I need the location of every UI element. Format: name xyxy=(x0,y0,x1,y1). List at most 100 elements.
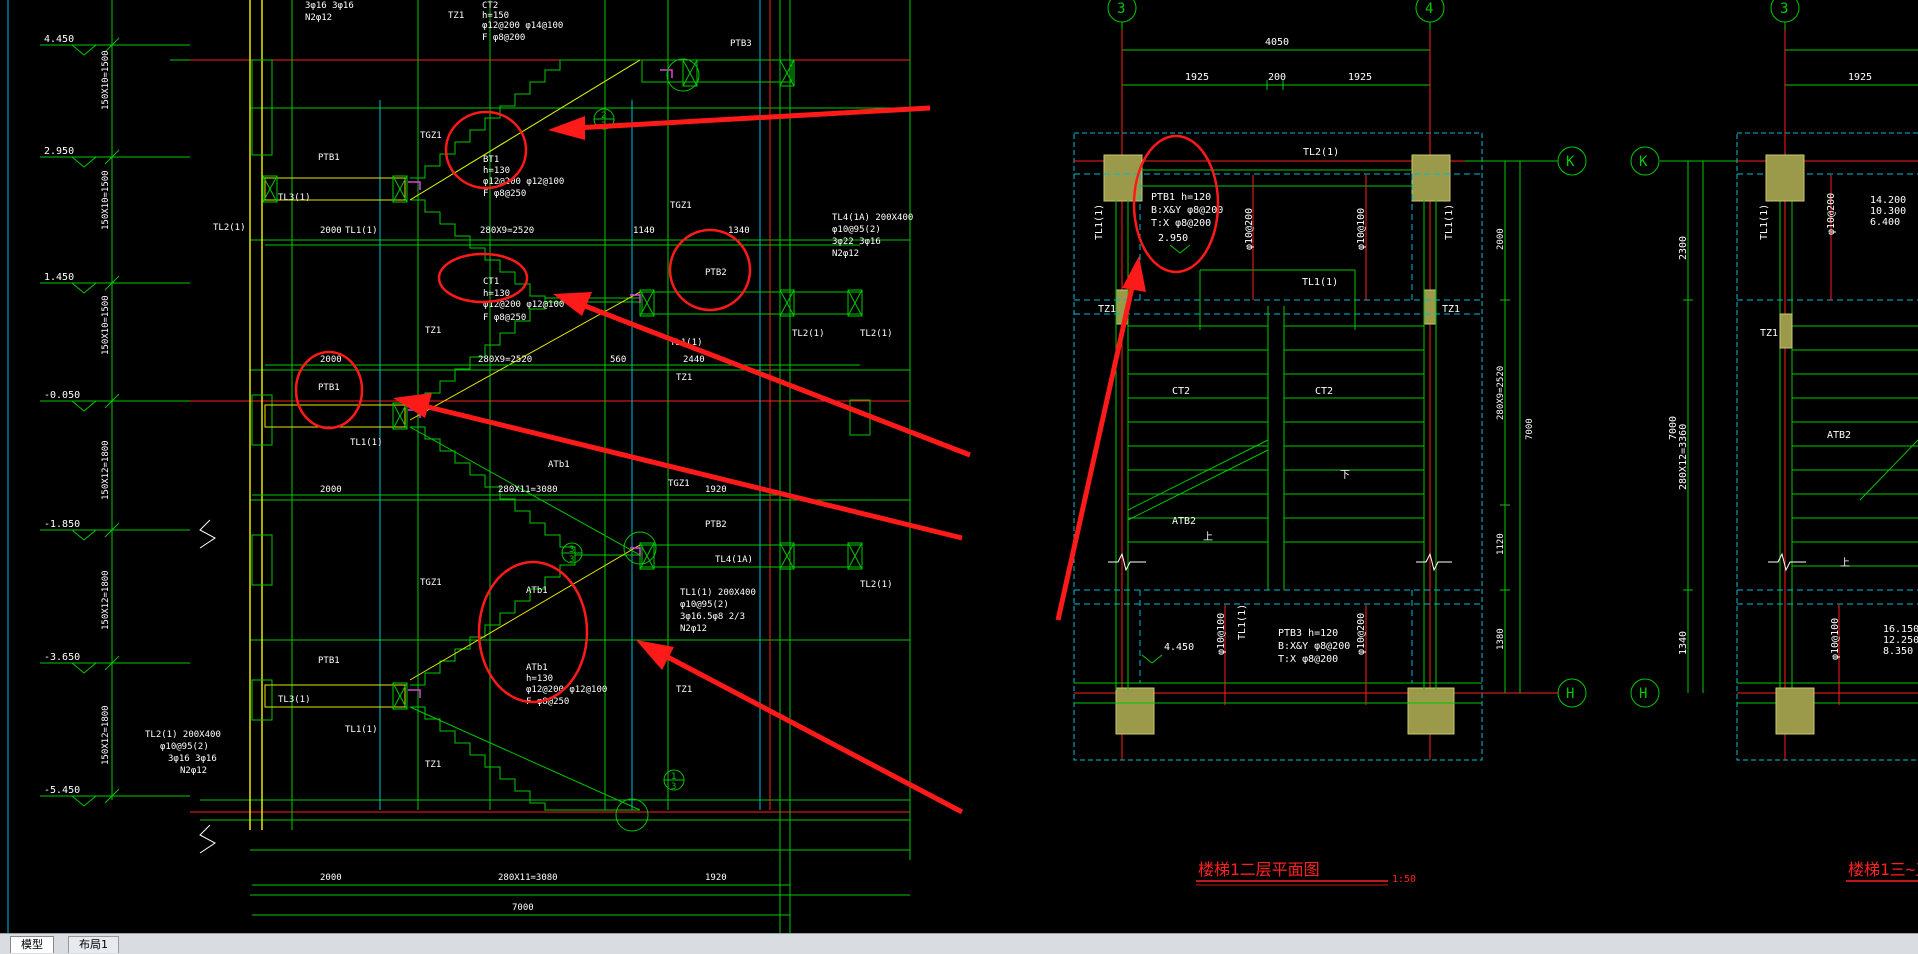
tab-layout1[interactable]: 布局1 xyxy=(68,936,119,953)
annotation: TL2(1) xyxy=(1303,147,1339,158)
axis-label: K xyxy=(1566,154,1575,170)
annotation: 1920 xyxy=(705,485,727,495)
cad-model-space[interactable]: 4.450 2.950 1.450 -0.050 -1.850 -3.650 -… xyxy=(0,0,1918,933)
annotation: PTB1 h=120 xyxy=(1151,192,1211,203)
annotation: 280X11=3080 xyxy=(498,485,558,495)
level-text: 1.450 xyxy=(44,272,74,283)
dimension: 1120 xyxy=(1496,533,1506,555)
annotation: h=130 xyxy=(483,289,510,299)
markup-circle-bt1 xyxy=(444,110,528,190)
annotation: F φ8@250 xyxy=(483,189,526,199)
annotation: φ10@100 xyxy=(1216,613,1227,655)
markup-circle-ptb1 xyxy=(294,350,364,430)
vertical-dimension: 150X10=1500 xyxy=(101,295,111,355)
annotation: TL1(1) xyxy=(350,438,383,448)
level-text: 4.450 xyxy=(44,34,74,45)
axis-label: K xyxy=(1639,154,1648,170)
annotation: CT2 xyxy=(1315,386,1333,397)
detail-callout: 3 xyxy=(569,555,574,565)
annotation: TZ1 xyxy=(676,685,692,695)
annotation: φ10@200 xyxy=(1826,193,1837,235)
level-text: -0.050 xyxy=(44,390,80,401)
annotation: 3φ16 3φ16 xyxy=(305,1,354,11)
annotation: 12.250 xyxy=(1883,635,1918,646)
annotation: φ10@95(2) xyxy=(160,742,209,752)
annotation: TL1(1) xyxy=(1237,604,1248,640)
annotation: 560 xyxy=(610,355,626,365)
annotation: 2.950 xyxy=(1158,233,1188,244)
annotation: PTB2 xyxy=(705,520,727,530)
annotation: 2000 xyxy=(320,873,342,883)
annotation: TL1(1) xyxy=(1759,204,1770,240)
vertical-dimension: 150X10=1500 xyxy=(101,50,111,110)
annotation: h=150 xyxy=(482,11,509,21)
vertical-dimension: 150X12=1800 xyxy=(101,705,111,765)
annotation: PTB1 xyxy=(318,383,340,393)
annotation: TZ1 xyxy=(448,11,464,21)
annotation: TL3(1) xyxy=(278,695,311,705)
annotation: 16.150 xyxy=(1883,624,1918,635)
tab-model[interactable]: 模型 xyxy=(10,936,54,953)
vertical-dimension: 150X12=1800 xyxy=(101,570,111,630)
detail-callout: 2 xyxy=(601,111,606,121)
annotation: 10.300 xyxy=(1870,206,1906,217)
second-floor-plan: 3 4 K H 4050 1925 200 1925 xyxy=(1073,0,1587,886)
annotation: φ10@95(2) xyxy=(680,600,729,610)
annotation: TGZ1 xyxy=(668,479,690,489)
level-text: -1.850 xyxy=(44,519,80,530)
annotation: 3φ22 3φ16 xyxy=(832,237,881,247)
annotation: F φ8@250 xyxy=(526,697,569,707)
annotation: 8.350 xyxy=(1883,646,1913,657)
annotation: 下 xyxy=(1340,470,1350,481)
vertical-dimension: 150X12=1800 xyxy=(101,440,111,500)
vertical-dimension: 150X10=1500 xyxy=(101,170,111,230)
annotation: TL1(1) 200X400 xyxy=(680,588,756,598)
annotation: TL1(1) xyxy=(1302,277,1338,288)
annotation: 280X9=2520 xyxy=(480,226,534,236)
dimension: 4050 xyxy=(1265,37,1289,48)
annotation: F φ8@200 xyxy=(482,33,525,43)
axis-label: 3 xyxy=(1780,1,1788,17)
annotation: 上 xyxy=(1840,557,1850,569)
annotation: ATb1 xyxy=(526,663,548,673)
annotation: 280X11=3080 xyxy=(498,873,558,883)
annotation: N2φ12 xyxy=(680,624,707,634)
red-markup-annotations xyxy=(294,110,1220,704)
detail-callout: 1 xyxy=(671,772,676,782)
markup-circle-atb1 xyxy=(477,560,589,704)
annotation: N2φ12 xyxy=(832,249,859,259)
annotation: 2000 xyxy=(320,485,342,495)
annotation: TL2(1) 200X400 xyxy=(145,730,221,740)
annotation: 2000 xyxy=(320,355,342,365)
annotation: TL1(1) xyxy=(1094,204,1105,240)
drawing-svg[interactable]: 4.450 2.950 1.450 -0.050 -1.850 -3.650 -… xyxy=(0,0,1918,933)
annotation: PTB1 xyxy=(318,656,340,666)
annotation: CT2 xyxy=(1172,386,1190,397)
annotation: φ12@200 φ12@100 xyxy=(526,685,607,695)
dimension: 1925 xyxy=(1185,72,1209,83)
annotation: TGZ1 xyxy=(420,578,442,588)
annotation: 6.400 xyxy=(1870,217,1900,228)
annotation: PTB3 xyxy=(730,39,752,49)
annotation: TZ1 xyxy=(676,373,692,383)
axis-label: H xyxy=(1566,686,1574,702)
level-text: -5.450 xyxy=(44,785,80,796)
red-markup-arrows xyxy=(393,105,1146,815)
annotation: h=130 xyxy=(526,674,553,684)
annotation: TL4(1A) 200X400 xyxy=(832,213,913,223)
annotation: TGZ1 xyxy=(420,131,442,141)
dimension: 2000 xyxy=(1496,228,1506,250)
level-text: -3.650 xyxy=(44,652,80,663)
annotation: φ12@200 φ12@100 xyxy=(483,300,564,310)
dimension: 7000 xyxy=(1668,416,1679,440)
annotation: TL3(1) xyxy=(278,193,311,203)
annotation: 3φ16.5φ8 2/3 xyxy=(680,612,745,622)
axis-label: H xyxy=(1639,686,1647,702)
annotation: PTB1 xyxy=(318,153,340,163)
annotation: N2φ12 xyxy=(180,766,207,776)
drawing-title: 楼梯1三~五 xyxy=(1848,860,1918,879)
annotation: φ10@95(2) xyxy=(832,225,881,235)
level-text: 2.950 xyxy=(44,146,74,157)
third-to-fifth-floor-plan: 3 K H xyxy=(1630,0,1918,882)
annotation: TL2(1) xyxy=(792,329,825,339)
